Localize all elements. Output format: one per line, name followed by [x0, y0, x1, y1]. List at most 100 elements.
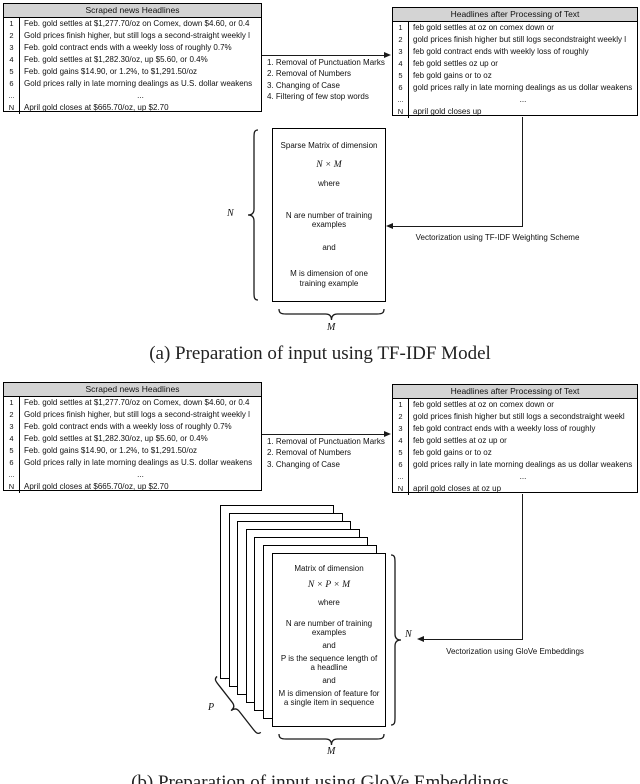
matrix-line: Matrix of dimension	[294, 564, 364, 573]
processing-arrow-line	[262, 434, 385, 435]
row-text: Gold prices rally in late morning dealin…	[24, 458, 253, 467]
matrix-line: and	[322, 242, 336, 252]
step-item: 2. Removal of Numbers	[267, 69, 352, 79]
table-row: 1 Feb. gold settles at $1,277.70/oz on Co…	[4, 18, 261, 30]
row-number: ...	[4, 90, 20, 102]
row-text: feb gold contract ends with weekly loss …	[413, 47, 589, 56]
caption-b: (b) Preparation of input using GloVe Emb…	[131, 772, 509, 784]
matrix-line: M is dimension of feature for a single i…	[278, 689, 380, 707]
step-item: 2. Removal of Numbers	[267, 448, 352, 458]
matrix-dimension: N × M	[316, 159, 342, 170]
m-brace-bottom	[278, 308, 385, 321]
row-text: gold prices rally in late morning dealin…	[413, 460, 633, 469]
processing-steps-b: 1. Removal of Punctuation Marks 2. Remov…	[267, 436, 385, 470]
step-item: 1. Removal of Punctuation Marks	[267, 58, 385, 67]
table-row: ......	[4, 469, 261, 481]
table-row: 4 Feb. gold settles at $1,282.30/oz, up $…	[4, 54, 261, 66]
row-number: 6	[393, 82, 409, 94]
matrix-line: N are number of training examples	[285, 619, 373, 637]
row-text: gold prices finish higher but still logs…	[413, 35, 626, 44]
table-title: Headlines after Processing of Text	[393, 8, 637, 22]
row-number: 5	[4, 66, 20, 78]
row-number: 3	[4, 421, 20, 433]
m-dimension-label: M	[327, 322, 336, 333]
row-number: 5	[393, 447, 409, 459]
row-number: 6	[4, 78, 20, 90]
row-number: 3	[393, 46, 409, 58]
row-number: ...	[393, 471, 409, 483]
row-text: Feb. gold settles at $1,277.70/oz on Com…	[24, 398, 250, 407]
vectorization-label-b: Vectorization using GloVe Embeddings	[446, 647, 584, 656]
row-number: 3	[393, 423, 409, 435]
row-number: 4	[393, 435, 409, 447]
row-text: feb gold gains or to oz	[413, 71, 492, 80]
matrix-line: and	[322, 641, 336, 650]
table-row: 5 Feb. gold gains $14.90, or 1.2%, to $1,…	[4, 445, 261, 457]
glove-matrix-box: Matrix of dimension N × P × M where N ar…	[272, 553, 386, 727]
row-text: Feb. gold gains $14.90, or 1.2%, to $1,2…	[24, 446, 198, 455]
matrix-line: where	[318, 179, 340, 188]
vectorization-connector-horizontal	[393, 226, 523, 227]
row-number: 6	[4, 457, 20, 469]
table-row: 3 feb gold contract ends with weekly loss…	[393, 46, 637, 58]
row-number: 6	[393, 459, 409, 471]
vectorization-label-a: Vectorization using TF-IDF Weighting Sch…	[415, 233, 580, 242]
arrow-right-icon	[384, 430, 391, 437]
row-text: April gold closes at $665.70/oz, up $2.7…	[24, 482, 169, 491]
matrix-dimension: N × P × M	[307, 580, 351, 590]
table-row: 1 Feb. gold settles at $1,277.70/oz on Co…	[4, 397, 261, 409]
table-title: Scraped news Headlines	[4, 383, 261, 397]
row-text: gold prices finish higher but still logs…	[413, 412, 625, 421]
table-title: Headlines after Processing of Text	[393, 385, 637, 399]
row-text: ...	[137, 91, 144, 100]
row-text: ...	[519, 472, 527, 481]
matrix-line: N are number of training examples	[285, 210, 373, 230]
table-row: 2 gold prices finish higher but still log…	[393, 411, 637, 423]
matrix-line: and	[322, 676, 336, 685]
row-number: ...	[393, 94, 409, 106]
arrow-left-icon	[417, 635, 424, 642]
m-dimension-label: M	[327, 746, 336, 757]
row-text: Gold prices finish higher, but still log…	[24, 410, 250, 419]
row-text: feb gold gains or to oz	[413, 448, 492, 457]
row-text: Feb. gold settles at $1,277.70/oz on Com…	[24, 19, 250, 28]
row-number: 4	[4, 54, 20, 66]
n-dimension-label: N	[227, 208, 234, 219]
table-row: 6 gold prices rally in late morning deali…	[393, 459, 637, 471]
row-number: 5	[4, 445, 20, 457]
row-text: April gold closes at $665.70/oz, up $2.7…	[24, 103, 169, 112]
table-title: Scraped news Headlines	[4, 4, 261, 18]
row-number: 2	[393, 411, 409, 423]
row-number: 1	[4, 18, 20, 30]
row-text: april gold closes up	[413, 107, 482, 116]
row-text: Feb. gold settles at $1,282.30/oz, up $5…	[24, 55, 208, 64]
step-item: 3. Changing of Case	[267, 80, 340, 90]
row-number: 1	[393, 399, 409, 411]
row-text: Feb. gold settles at $1,282.30/oz, up $5…	[24, 434, 208, 443]
m-brace-bottom	[278, 733, 385, 746]
row-text: ...	[519, 95, 527, 104]
p-dimension-label: P	[208, 702, 215, 713]
row-number: N	[393, 106, 409, 118]
caption-a: (a) Preparation of input using TF-IDF Mo…	[149, 343, 491, 364]
step-item: 3. Changing of Case	[267, 459, 340, 469]
row-number: ...	[4, 469, 20, 481]
vectorization-connector-vertical	[522, 494, 523, 640]
row-number: 1	[4, 397, 20, 409]
